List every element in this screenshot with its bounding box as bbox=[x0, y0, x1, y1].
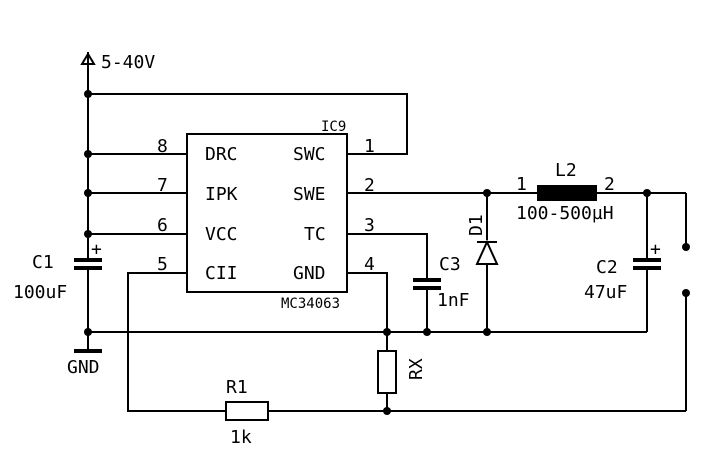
ic-pin-name: GND bbox=[293, 263, 326, 284]
ic-pin-num: 3 bbox=[364, 215, 375, 236]
ic-pin-num: 6 bbox=[157, 215, 168, 236]
ground-label: GND bbox=[67, 357, 100, 378]
ic-pin-num: 7 bbox=[157, 175, 168, 196]
resistor-r1: R1 1k bbox=[225, 377, 269, 448]
supply-label: 5-40V bbox=[101, 52, 155, 73]
c1-ref: C1 bbox=[32, 252, 54, 273]
d1-ref: D1 bbox=[466, 214, 487, 236]
capacitor-c3: C3 1nF bbox=[413, 254, 470, 311]
wires bbox=[87, 65, 687, 412]
l2-value: 100-500µH bbox=[516, 203, 614, 224]
c3-ref: C3 bbox=[439, 254, 461, 275]
c1-polarity: + bbox=[91, 239, 102, 260]
ic-pin-name: SWC bbox=[293, 144, 326, 165]
ic-pin-name: DRC bbox=[205, 144, 238, 165]
ic-pin-name: IPK bbox=[205, 184, 238, 205]
ic-ref: IC9 bbox=[321, 119, 346, 135]
ic-pin-name: VCC bbox=[205, 224, 238, 245]
c1-value: 100uF bbox=[13, 282, 67, 303]
capacitor-c1: + C1 100uF bbox=[13, 239, 102, 303]
c2-ref: C2 bbox=[596, 257, 618, 278]
ic-pin-num: 1 bbox=[364, 136, 375, 157]
diode-d1: D1 bbox=[466, 214, 499, 265]
resistor-rx: RX bbox=[377, 350, 427, 394]
ic-pin-num: 2 bbox=[364, 175, 375, 196]
ic-pin-name: SWE bbox=[293, 184, 326, 205]
c2-polarity: + bbox=[650, 239, 661, 260]
rx-ref: RX bbox=[406, 358, 427, 380]
c3-value: 1nF bbox=[437, 290, 470, 311]
l2-pin-2: 2 bbox=[604, 174, 615, 195]
l2-ref: L2 bbox=[555, 160, 577, 181]
supply-symbol: 5-40V bbox=[80, 52, 155, 73]
ic-part: MC34063 bbox=[281, 296, 340, 312]
ic-pin-name: TC bbox=[304, 224, 326, 245]
ground-symbol: GND bbox=[67, 349, 102, 378]
ic-pin-name: CII bbox=[205, 263, 238, 284]
r1-value: 1k bbox=[230, 427, 252, 448]
ic-pin-num: 4 bbox=[364, 254, 375, 275]
inductor-l2: 1 2 L2 100-500µH bbox=[516, 160, 615, 224]
r1-ref: R1 bbox=[226, 377, 248, 398]
ic-pin-num: 8 bbox=[157, 136, 168, 157]
ic-mc34063: IC9 MC34063 8 7 6 5 DRC IPK VCC CII SWC … bbox=[157, 119, 375, 312]
c2-value: 47uF bbox=[584, 282, 627, 303]
junction-dots bbox=[84, 90, 690, 415]
capacitor-c2: + C2 47uF bbox=[584, 239, 661, 303]
l2-pin-1: 1 bbox=[516, 174, 527, 195]
ic-pin-num: 5 bbox=[157, 254, 168, 275]
